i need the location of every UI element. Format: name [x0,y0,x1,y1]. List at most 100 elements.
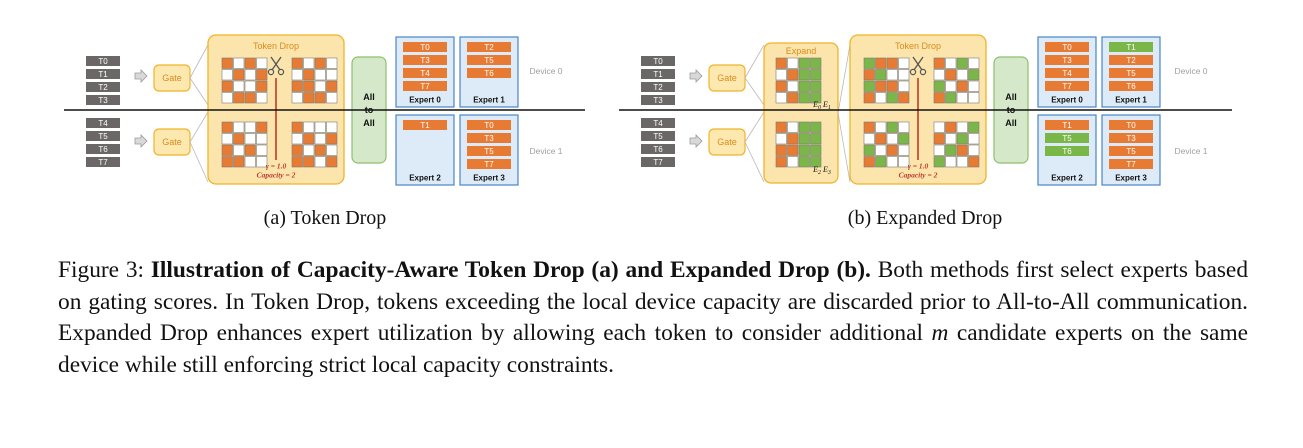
drop-grid-cell [863,156,875,168]
expand-grid-cell [787,69,799,81]
right-arrow-icon [689,69,703,83]
drop-grid-cell [291,156,303,168]
drop-grid-cell [863,92,875,104]
drop-grid-cell [886,80,898,92]
drop-grid-cell [898,144,910,156]
drop-grid-cell [291,121,303,133]
capacity-label: Capacity = 2 [899,171,938,180]
expert-token-box [1045,120,1089,130]
expand-grid-cell [787,121,799,133]
drop-grid-cell [875,92,887,104]
drop-grid-cell [898,133,910,145]
input-top-token-label: T2 [98,83,108,92]
expert-token-box [1109,68,1153,78]
expert-token-box [1109,159,1153,169]
right-arrow-icon [689,134,703,148]
expand-grid-cell [775,133,787,145]
drop-grid-cell [314,133,326,145]
connector-lines [744,111,765,183]
drop-grid-cell [233,133,245,145]
drop-grid-cell [291,92,303,104]
expert-name: Expert 0 [409,96,441,105]
drop-grid-cell [256,80,268,92]
expert-token-label: T5 [1126,147,1136,156]
expert-name: Expert 3 [1115,174,1147,183]
input-top-token-label: T1 [98,70,108,79]
expert-token-label: T0 [1126,121,1136,130]
drop-grid-cell [244,92,256,104]
drop-grid-cell [898,80,910,92]
expert-token-box [1045,42,1089,52]
drop-grid-cell [968,156,980,168]
drop-grid-cell [221,69,233,81]
drop-grid-cell [945,92,957,104]
expert-token-label: T6 [484,69,494,78]
expand-grid-cell [798,156,810,168]
expert-token-label: T2 [1126,56,1136,65]
caption-label: Figure 3: [58,257,145,283]
drop-grid-cell [863,144,875,156]
drop-grid-cell [875,144,887,156]
expand-grid-cell [787,80,799,92]
drop-grid-cell [886,156,898,168]
all-to-all-label: All [1005,118,1017,128]
expert-token-label: T2 [484,43,494,52]
expert-token-box [467,133,511,143]
expert-token-box [403,68,447,78]
connector-lines [744,44,765,106]
drop-grid-cell [956,133,968,145]
expert-token-label: T5 [484,56,494,65]
drop-grid-cell [875,133,887,145]
input-top-token-label: T2 [653,83,663,92]
drop-grid-cell [945,69,957,81]
drop-grid-cell [886,92,898,104]
drop-grid-cell [256,144,268,156]
device-1-label: Device 1 [529,146,562,156]
expert-name: Expert 3 [473,174,505,183]
drop-grid-cell [326,144,338,156]
expert-token-label: T3 [484,134,494,143]
drop-grid-cell [314,92,326,104]
expert-token-label: T0 [1062,43,1072,52]
expert-token-label: T7 [1126,160,1136,169]
expert-token-label: T3 [1126,134,1136,143]
drop-grid-cell [314,121,326,133]
caption-variable: m [931,320,949,346]
expand-grid-cell [775,69,787,81]
expand-grid-cell [775,156,787,168]
device-0-label: Device 0 [1174,66,1207,76]
expand-grid-cell [810,80,822,92]
drop-grid-cell [314,144,326,156]
drop-grid-cell [945,121,957,133]
input-bottom-token-label: T5 [653,132,663,141]
connector-lines [837,44,851,183]
drop-grid-cell [314,156,326,168]
drop-grid-cell [233,80,245,92]
drop-grid-cell [968,57,980,69]
drop-grid-cell [898,121,910,133]
input-bottom-token-box [641,157,675,167]
drop-grid-cell [326,57,338,69]
expert-token-box [403,55,447,65]
expand-grid-cell [798,121,810,133]
gate-label: Gate [162,73,182,83]
input-bottom-token-label: T7 [653,158,663,167]
expand-title: Expand [786,46,817,56]
input-bottom-token-label: T5 [98,132,108,141]
drop-grid-cell [898,69,910,81]
expert-token-box [403,81,447,91]
expert-token-label: T6 [1062,147,1072,156]
drop-grid-cell [968,121,980,133]
scissors-icon [267,56,285,76]
drop-grid-cell [863,57,875,69]
expert-token-label: T1 [1126,43,1136,52]
drop-grid-cell [326,92,338,104]
drop-grid-cell [256,92,268,104]
expert-token-label: T1 [420,121,430,130]
drop-grid-cell [291,144,303,156]
expert-token-box [467,120,511,130]
expand-grid-cell [810,92,822,104]
drop-grid-cell [898,156,910,168]
